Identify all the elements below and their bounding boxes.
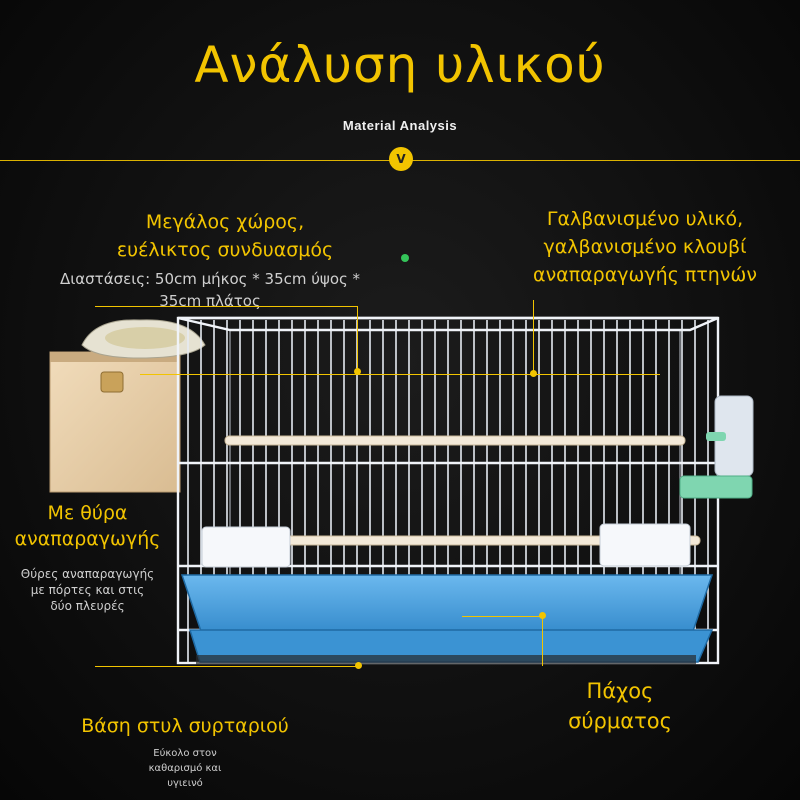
callout-galvanized-line1: Γαλβανισμένο υλικό, bbox=[546, 208, 744, 230]
led-light bbox=[401, 254, 409, 262]
callout-space-title-line1: Μεγάλος χώρος, bbox=[145, 211, 305, 233]
callout-door-title-line2: αναπαραγωγής bbox=[14, 528, 161, 550]
callout-base-desc-line3: υγιεινό bbox=[167, 778, 203, 789]
seed-bag bbox=[81, 319, 206, 359]
callout-space-leader-h bbox=[95, 306, 357, 307]
chevron-badge-icon: V bbox=[389, 147, 413, 171]
callout-base-title: Βάση στυλ συρταριού bbox=[81, 715, 289, 737]
water-bottle bbox=[679, 395, 754, 499]
callout-door-title-line1: Με θύρα bbox=[47, 502, 128, 524]
callout-wire-leader-v bbox=[542, 616, 543, 666]
callout-galvanized-dot bbox=[530, 370, 537, 377]
callout-galvanized-leader-h bbox=[140, 374, 660, 375]
callout-wire-leader-h bbox=[462, 616, 542, 617]
callout-space-desc-line1: Διαστάσεις: 50cm μήκος * 35cm ύψος * bbox=[59, 270, 361, 288]
callout-space-leader-v bbox=[357, 306, 358, 372]
callout-door-desc-line2: με πόρτες και στις bbox=[30, 583, 145, 597]
callout-space-dot bbox=[354, 368, 361, 375]
callout-base-desc: Εύκολο στον καθαρισμό και υγιεινό bbox=[105, 746, 265, 791]
page-subtitle: Material Analysis bbox=[342, 118, 458, 133]
callout-wire-thickness: Πάχος σύρματος bbox=[520, 676, 720, 736]
feeder-cups bbox=[201, 523, 691, 568]
nest-box bbox=[49, 351, 181, 493]
callout-base-dot bbox=[355, 662, 362, 669]
callout-space-title: Μεγάλος χώρος, ευέλικτος συνδυασμός bbox=[80, 208, 370, 264]
callout-base-desc-line2: καθαρισμό και bbox=[148, 763, 222, 774]
callout-wire-dot bbox=[539, 612, 546, 619]
callout-galvanized-line3: αναπαραγωγής πτηνών bbox=[533, 264, 757, 286]
callout-space-desc: Διαστάσεις: 50cm μήκος * 35cm ύψος * 35c… bbox=[20, 268, 400, 312]
callout-space-title-line2: ευέλικτος συνδυασμός bbox=[116, 239, 334, 261]
callout-door-title: Με θύρα αναπαραγωγής bbox=[0, 500, 175, 552]
callout-base-leader-h bbox=[95, 666, 359, 667]
callout-door-desc-line1: Θύρες αναπαραγωγής bbox=[20, 567, 155, 581]
cage-bars bbox=[187, 320, 709, 662]
callout-galvanized-leader-v bbox=[533, 300, 534, 374]
callout-wire-line1: Πάχος bbox=[586, 679, 654, 703]
callout-base-desc-line1: Εύκολο στον bbox=[153, 748, 217, 759]
callout-wire-line2: σύρματος bbox=[568, 709, 672, 733]
callout-space-desc-line2: 35cm πλάτος bbox=[159, 292, 261, 310]
drawer-tray bbox=[180, 574, 714, 665]
page-title: Ανάλυση υλικού bbox=[194, 36, 606, 94]
callout-galvanized-line2: γαλβανισμένο κλουβί bbox=[543, 236, 747, 258]
perches bbox=[224, 435, 701, 546]
callout-galvanized: Γαλβανισμένο υλικό, γαλβανισμένο κλουβί … bbox=[495, 205, 795, 289]
callout-door-desc-line3: δύο πλευρές bbox=[50, 599, 125, 613]
callout-door-desc: Θύρες αναπαραγωγής με πόρτες και στις δύ… bbox=[0, 566, 175, 614]
